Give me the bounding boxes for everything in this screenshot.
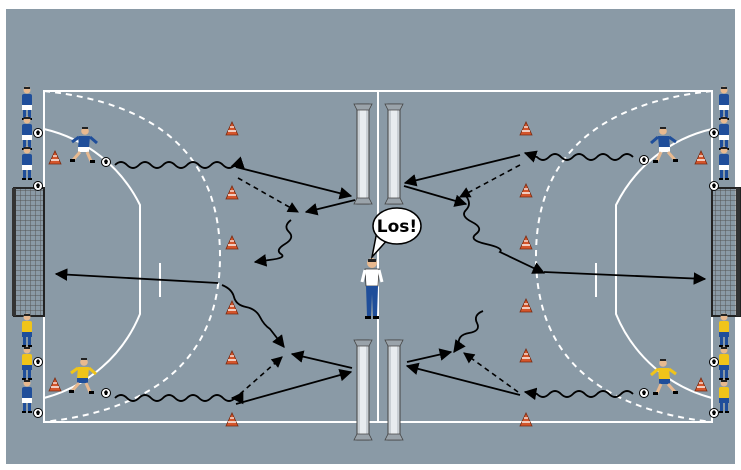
ball-icon <box>101 388 111 398</box>
bench-icon <box>353 103 373 205</box>
coach-callout-text: Los! <box>377 217 417 237</box>
handball-goal-icon <box>711 187 741 317</box>
dribble-paths <box>114 150 634 405</box>
court-surface <box>6 9 735 464</box>
bench-icon <box>384 103 404 205</box>
handball-goal-icon <box>12 187 45 317</box>
speech-bubble-icon <box>370 207 422 260</box>
bench-icon <box>384 339 404 441</box>
coach-figure-icon <box>360 258 384 319</box>
ball-icon <box>33 128 43 138</box>
ball-icon <box>33 408 43 418</box>
ball-icon <box>709 128 719 138</box>
ball-icon <box>101 157 111 167</box>
ball-icon <box>709 408 719 418</box>
ball-icon <box>33 181 43 191</box>
ball-icon <box>709 181 719 191</box>
bench-icon <box>353 339 373 441</box>
pass-arrows <box>54 154 707 405</box>
run-arrows <box>237 164 521 395</box>
ball-icon <box>33 357 43 367</box>
ball-icon <box>709 357 719 367</box>
ball-icon <box>639 388 649 398</box>
ball-icon <box>639 155 649 165</box>
